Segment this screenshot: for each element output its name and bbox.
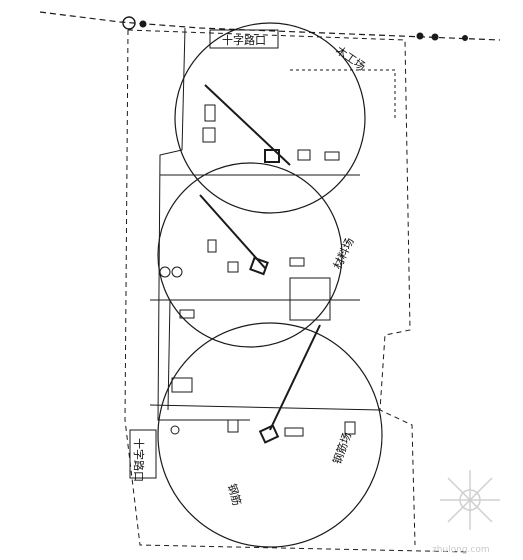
- site-structures: [129, 29, 396, 479]
- label-left-road: 十字路口: [132, 438, 146, 482]
- label-bottom-right: 钢筋场: [330, 430, 354, 466]
- label-bottom-left: 钢筋: [225, 482, 244, 507]
- crane-circle-1: [174, 22, 366, 214]
- watermark-text: zhulong.com: [432, 545, 490, 555]
- site-boundary: [124, 29, 471, 553]
- site-roads: [149, 27, 381, 421]
- crane-circle-3: [157, 322, 383, 548]
- label-top-road: 十字路口: [222, 33, 266, 47]
- zhulong-watermark-logo: [440, 470, 500, 530]
- label-middle-right: 材料场: [330, 235, 357, 271]
- crane-booms: [199, 84, 321, 444]
- top-road-line: [39, 11, 501, 41]
- crane-circle-2: [157, 162, 343, 348]
